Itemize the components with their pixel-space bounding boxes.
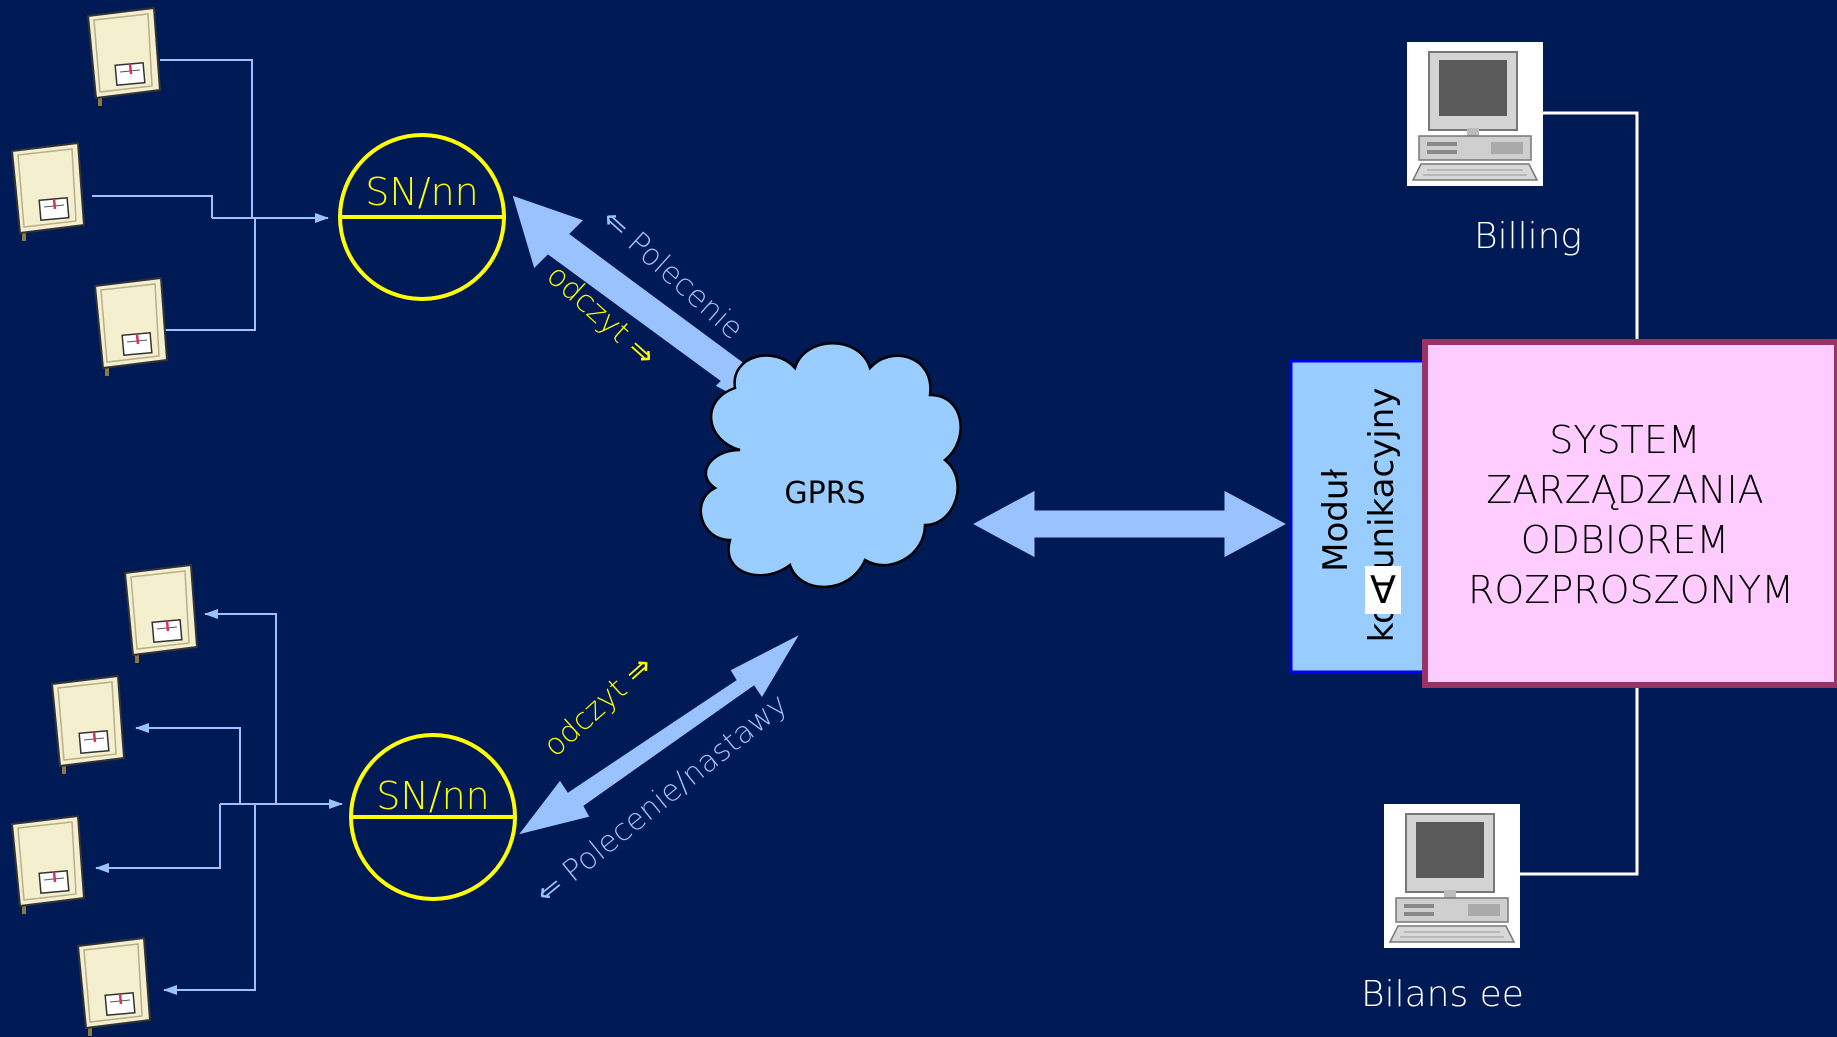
svg-text:SYSTEM ZARZĄDZANIA: SYSTEM ZARZĄDZANIA ODBIOREM ROZPROSZONYM [1468,418,1794,612]
top-meter-wiring [92,59,329,331]
electricity-meter-icon [76,936,152,1037]
electricity-meter-icon [86,6,162,108]
system-line2: ZARZĄDZANIA [1486,468,1763,512]
billing-server: Billing [1406,41,1582,257]
comm-module-line1: Moduł [1316,469,1356,572]
gprs-cloud: GPRS [699,342,962,589]
bottom-meter-wiring [95,609,343,995]
electricity-meter-icon [93,276,169,378]
system-line3: ODBIOREM [1521,518,1729,562]
system-line1: SYSTEM [1549,418,1700,462]
desktop-computer-icon [1406,41,1544,187]
electricity-meter-icon [10,141,86,243]
gprs-to-module-arrow [970,489,1289,559]
system-line4: ROZPROSZONYM [1468,568,1794,612]
electricity-meter-icon [123,563,199,665]
substation-top-label: SN/nn [365,170,479,214]
electricity-meter-icon [10,814,86,916]
electricity-meter-icon [50,674,126,776]
desktop-computer-icon [1383,803,1521,949]
comm-module-box: Moduł komunikacyjny ∀ [1289,359,1428,674]
system-box: SYSTEM ZARZĄDZANIA ODBIOREM ROZPROSZONYM [1422,339,1837,688]
bottom-double-arrow [516,632,802,836]
balance-server: Bilans ee [1361,803,1524,1015]
balance-label: Bilans ee [1361,974,1524,1015]
substation-bottom-label: SN/nn [376,774,490,818]
comm-module-symbol: ∀ [1370,568,1396,612]
substation-bottom: SN/nn [349,733,517,901]
server-connections [1516,111,1639,876]
gprs-label: GPRS [784,476,865,511]
billing-label: Billing [1474,216,1582,257]
substation-top: SN/nn [338,133,506,301]
